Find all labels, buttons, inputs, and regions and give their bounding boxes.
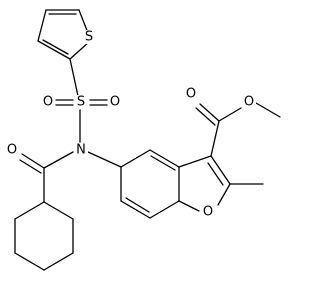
- bond: [120, 200, 151, 219]
- bond: [218, 107, 242, 122]
- furan-oxygen-text: O: [203, 205, 213, 220]
- sulfonyl-oxygen-right-label: O: [108, 95, 122, 110]
- bond: [14, 252, 45, 271]
- bond: [19, 159, 42, 174]
- amide-nitrogen-text: N: [76, 143, 86, 158]
- bonds: [14, 9, 281, 271]
- bond: [178, 155, 212, 168]
- ester-carbonyl-oxygen-label: O: [184, 87, 198, 102]
- bond: [125, 197, 150, 213]
- amide-nitrogen-label: N: [74, 143, 88, 158]
- bond: [37, 40, 71, 60]
- bond: [150, 155, 176, 171]
- structure-canvas: S S O O N O O O: [5, 9, 281, 271]
- ester-ether-oxygen-label: O: [242, 95, 256, 110]
- sulfonyl-oxygen-right-text: O: [110, 95, 120, 110]
- molecule-drawing: S S O O N O O O: [5, 9, 281, 271]
- sulfonyl-oxygen-left-label: O: [41, 95, 55, 110]
- bond: [43, 201, 74, 220]
- bond: [199, 103, 220, 122]
- thiophene-sulfur-label: S: [82, 30, 96, 45]
- ester-ether-oxygen-text: O: [244, 95, 254, 110]
- bond: [69, 41, 90, 60]
- bond: [195, 107, 216, 126]
- bond: [37, 9, 47, 42]
- bond: [210, 155, 231, 185]
- bond: [149, 149, 180, 168]
- bond: [87, 151, 122, 168]
- bond: [255, 102, 281, 118]
- sulfonyl-oxygen-left-text: O: [43, 95, 53, 110]
- bond: [149, 200, 180, 219]
- amide-oxygen-label: O: [5, 143, 19, 158]
- bond: [42, 39, 69, 55]
- bond: [43, 151, 74, 169]
- bond: [207, 162, 224, 186]
- sulfonyl-sulfur-label: S: [74, 95, 88, 110]
- bond: [120, 149, 151, 168]
- bond: [43, 252, 74, 271]
- sulfonyl-sulfur-text: S: [77, 95, 85, 110]
- bond: [69, 58, 79, 97]
- bond: [210, 120, 220, 157]
- bond: [178, 200, 200, 212]
- furan-oxygen-label: O: [201, 205, 215, 220]
- amide-oxygen-text: O: [7, 143, 17, 158]
- bond: [78, 9, 89, 34]
- atom-labels: S S O O N O O O: [5, 30, 256, 220]
- thiophene-sulfur-text: S: [85, 30, 93, 45]
- bond: [21, 153, 45, 169]
- bond: [217, 183, 231, 206]
- ester-carbonyl-oxygen-text: O: [186, 87, 196, 102]
- bond: [14, 201, 45, 220]
